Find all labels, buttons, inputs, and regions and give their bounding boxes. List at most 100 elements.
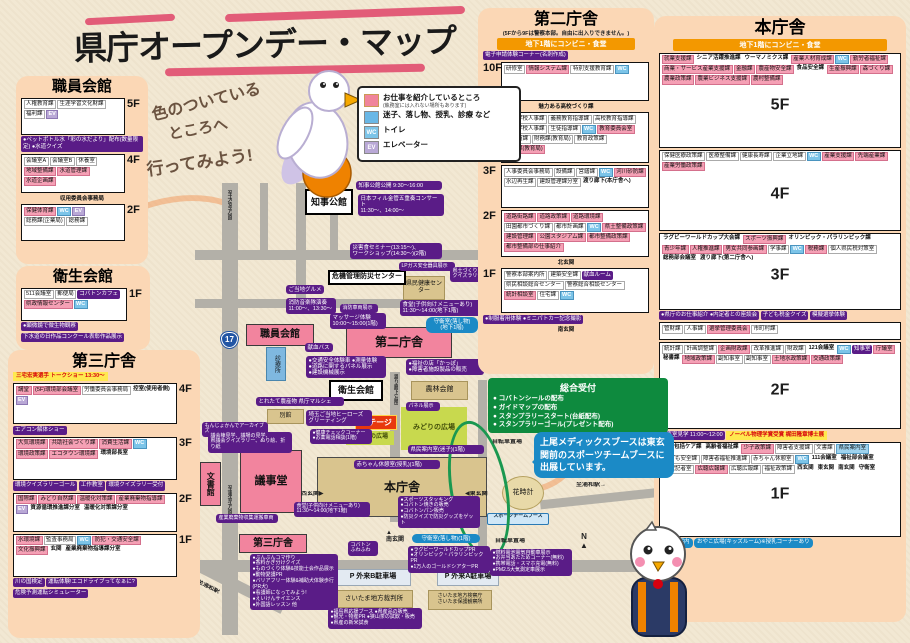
room-label: 財務課(教育局): [531, 135, 574, 145]
panel-daini: 第二庁舎(5Fから9Fは警察本部。自由に出入りできません。)地下1階にコンビニ・…: [478, 8, 654, 374]
room-label: 温暖化対策課分室: [83, 505, 128, 512]
floor-label: 1F: [483, 268, 496, 281]
floor-label: 3F: [483, 165, 496, 178]
reception-item: ● スタンプラリーゴール(プレゼント配布): [493, 421, 614, 429]
room-label: (5F)環境部会議室: [32, 385, 81, 395]
room-label: 道路環境課: [570, 212, 604, 222]
room-label: 医療整備課: [706, 152, 739, 162]
room-label: 都市整備政策課: [586, 233, 631, 243]
room-label: 青少年課: [661, 245, 689, 255]
room-label: 広聴広報課: [728, 464, 762, 474]
room-label: 農産物安全課: [756, 65, 795, 75]
room-label: 義務教育指導課: [548, 114, 592, 124]
wc-icon: WC: [73, 300, 88, 310]
room-label: 金融課: [733, 65, 756, 75]
event-note: 消防車両展示: [340, 304, 378, 313]
building: 職員会館: [246, 324, 314, 346]
floor-label: 2F: [127, 204, 140, 217]
map-label: 至東京方面: [226, 485, 233, 515]
legend-item: お仕事を紹介しているところ(執務室には入れない場所もあります): [364, 93, 514, 109]
road: [390, 372, 400, 522]
room-label: 保健医療政策課: [661, 152, 706, 162]
wc-icon: WC: [835, 55, 850, 65]
room-label: 教育委員会室: [596, 124, 635, 135]
floor-plan: 警察本部案内所建築安全課献血ルーム県民相談総合センター警察総合相談センター統計相…: [501, 268, 649, 314]
panel-title-eisei: 衛生会館: [52, 268, 113, 285]
wc-icon: WC: [806, 152, 821, 162]
event-note: 献血バス: [305, 343, 333, 353]
room-label: 東玄関: [817, 464, 835, 471]
legend-label: お仕事を紹介しているところ: [383, 93, 481, 102]
wc-icon: WC: [132, 439, 147, 449]
room-label: 産業労働政策課: [661, 162, 706, 172]
room-label: 都市計画課: [553, 222, 587, 233]
room-label: 121会議室: [808, 344, 835, 351]
room-label: 生徒指導課: [548, 124, 581, 135]
event-note: 知事室見学 11:00〜12:00: [659, 430, 725, 440]
wc-icon: WC: [614, 64, 630, 74]
event-note: ノーベル物理学賞受賞 梶田隆章博士展: [726, 430, 828, 440]
room-label: 営繕課: [576, 167, 598, 177]
room-label: 商業・サービス産業支援課: [661, 65, 733, 75]
event-note: 環境クイズラリー受付: [106, 481, 166, 491]
legend-item: 迷子、落し物、授乳、診療 など: [364, 110, 514, 125]
event-note: 下水道の日作品コンクール表彰作品展示: [21, 332, 125, 342]
event-note: 危険予測運転シミュレーター: [13, 588, 89, 598]
road: [539, 487, 663, 510]
room-label: コバトンカフェ: [77, 290, 120, 300]
event-note: 埼玉ご当地ヒーローズ グリーティング: [306, 410, 372, 426]
room-label: 水道管理課: [57, 166, 90, 177]
building: 県民健康センター: [403, 276, 445, 300]
reception-item: ● スタンプラリースタート(台紙配布): [493, 412, 601, 420]
floor-label: 3F: [179, 436, 192, 449]
building: 文書館: [200, 462, 221, 506]
room-label: ラグビーワールドカップ大会課: [663, 235, 741, 242]
room-label: 交通政策課: [810, 354, 844, 365]
map-label: ▲ 南玄関: [386, 530, 405, 544]
room-label: 研修室: [503, 64, 526, 74]
wc-icon: WC: [598, 167, 613, 177]
event-note: 食堂(子供向けメニューあり) 11:30〜14:00(地下1階): [400, 300, 482, 316]
medics-booth-bubble: 上尾メディックスブースは東玄関前のスポーツチームブースに出展しています。: [532, 432, 674, 478]
panel-title-honcho: 本庁舎: [754, 18, 806, 37]
floor-label: 2F: [770, 381, 790, 399]
building: 議事堂: [240, 450, 302, 513]
room-label: 地域整備課: [23, 166, 57, 177]
panel-title-shokuin: 職員会館: [51, 78, 112, 95]
event-note: ●制服着用体験 ●ミニパトカー記念撮影: [483, 314, 584, 324]
floor-label: 4F: [127, 154, 140, 167]
room-label: 生涯学習文化財課: [57, 100, 107, 110]
room-label: 警察総合相談センター: [564, 280, 625, 291]
room-label: 人権推進課: [689, 245, 723, 255]
road: [296, 183, 306, 303]
legend-swatch-ev-icon: EV: [364, 141, 379, 155]
note-row: ●顕微鏡で微生物観察下水道の日作品コンクール表彰作品展示: [21, 322, 145, 342]
room-label: 産業人材育成課: [790, 55, 835, 65]
wc-icon: WC: [559, 291, 574, 301]
event-note: 守衛室(落し物) (地下1階): [426, 317, 478, 333]
room-label: 就業支援課: [661, 55, 695, 65]
floor-row: 4F小中学校人事課義務教育指導課高校教育指導課県立学校人事課生徒指導課WC教育委…: [483, 112, 649, 164]
room-label: エコタウン環境課: [49, 449, 99, 459]
building: スポーツチームブース: [487, 513, 549, 525]
room-label: 地域政策課: [682, 354, 715, 365]
event-note: おやこ広場(キッズルーム)※授乳コーナーあり: [694, 538, 813, 548]
room-label: 統計課: [661, 344, 684, 354]
floor-label: 5F: [770, 96, 790, 114]
event-note: 食堂(子供向けメニューあり) 11:30〜14:00(地下1階): [294, 502, 370, 517]
room-label: 守衛室: [858, 464, 876, 471]
room-label: 財政課: [784, 344, 807, 354]
room-label: 人事課: [684, 324, 706, 334]
